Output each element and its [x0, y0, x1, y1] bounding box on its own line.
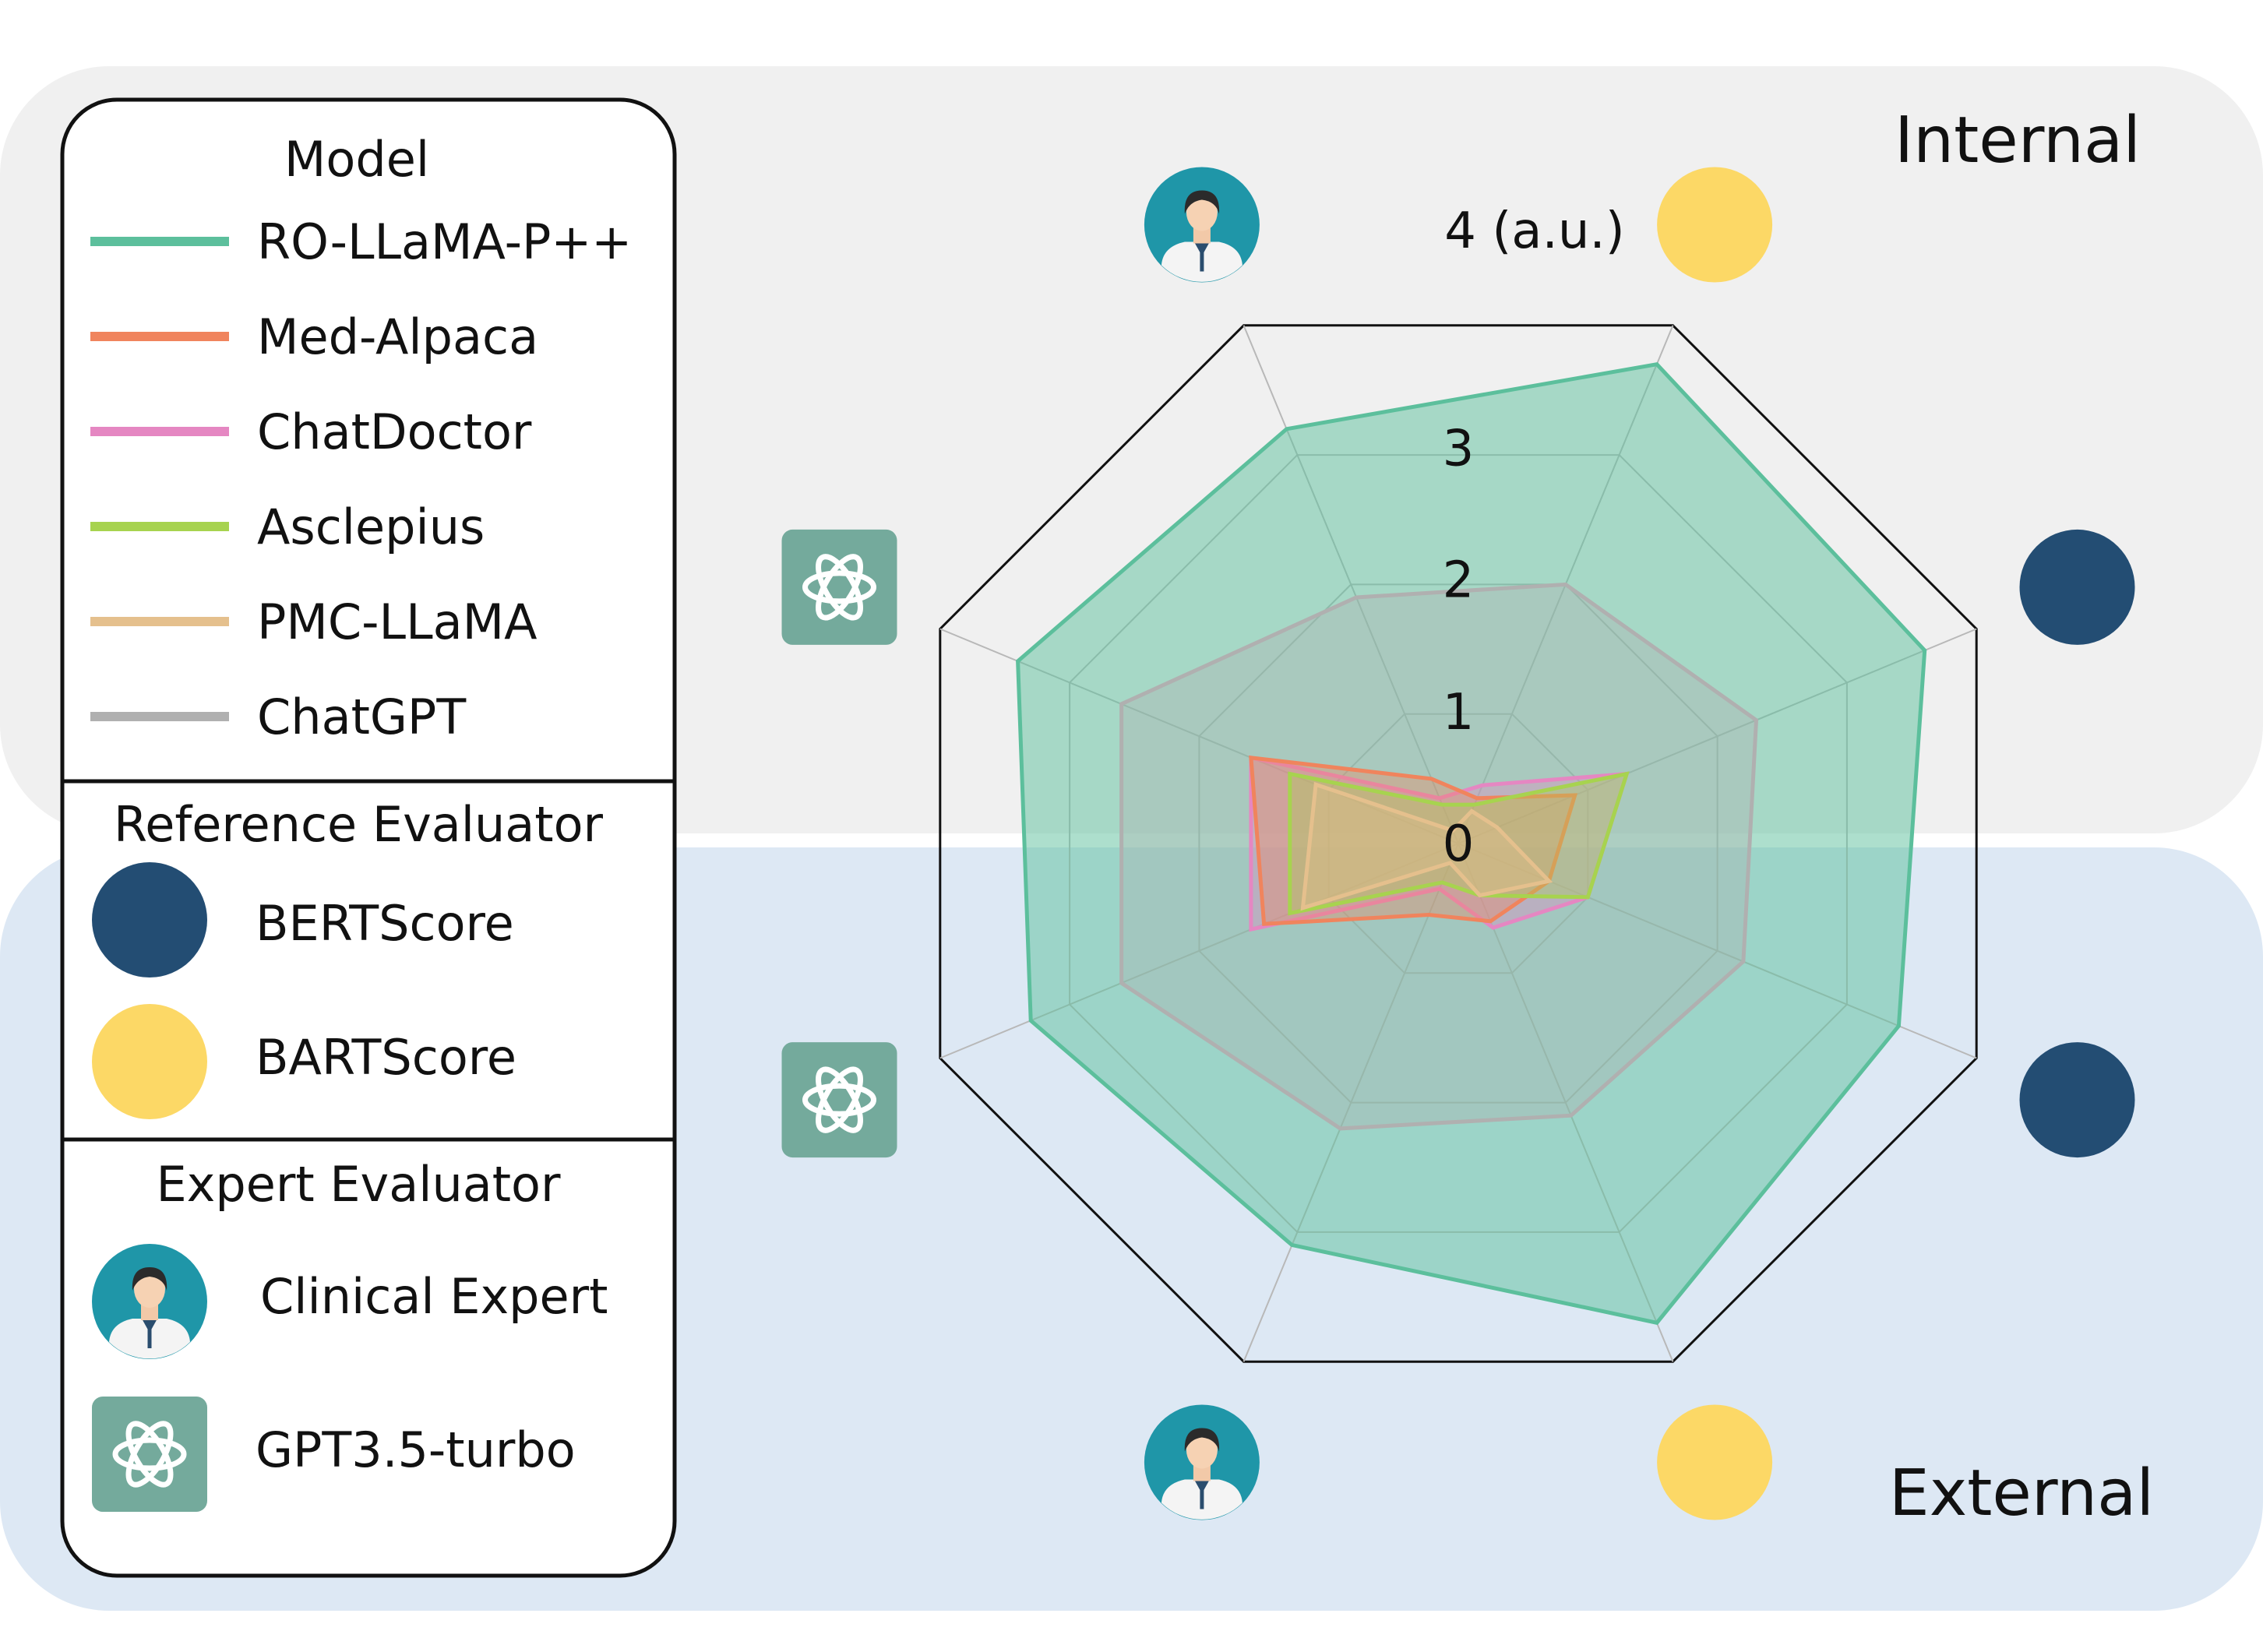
- navy-circle-icon: [2019, 529, 2135, 645]
- radial-tick-label: 4 (a.u.): [1444, 203, 1624, 260]
- radar-chart: 0 1 2 3 4 (a.u.): [782, 167, 2135, 1520]
- legend-model-label: Med-Alpaca: [257, 308, 538, 365]
- bertscore-legend-label: BERTScore: [256, 895, 514, 952]
- radial-tick-labels: 0 1 2 3 4 (a.u.): [1443, 203, 1625, 873]
- external-label: External: [1889, 1457, 2154, 1530]
- doctor-icon: [92, 1244, 207, 1359]
- navy-circle-icon: [92, 862, 207, 977]
- legend-model-label: RO-LLaMA-P++: [257, 213, 632, 270]
- clinical-expert-legend-label: Clinical Expert: [260, 1268, 608, 1325]
- doctor-icon: [1144, 1404, 1260, 1520]
- openai-icon: [782, 530, 897, 645]
- legend-box: [60, 97, 677, 1578]
- legend-model-label: ChatDoctor: [257, 403, 532, 460]
- doctor-icon: [1144, 167, 1260, 283]
- bartscore-legend-label: BARTScore: [256, 1029, 516, 1086]
- gpt35-legend-label: GPT3.5-turbo: [256, 1421, 576, 1478]
- radial-tick-label: 3: [1443, 420, 1475, 477]
- legend-model-label: ChatGPT: [257, 689, 467, 745]
- yellow-circle-icon: [1657, 167, 1773, 283]
- openai-icon: [782, 1042, 897, 1157]
- yellow-circle-icon: [92, 1004, 207, 1119]
- legend: Model RO-LLaMA-P++ Med-AlpacaChatDoctorAs…: [60, 97, 677, 1578]
- series-chatgpt: [1119, 582, 1759, 1131]
- expert-legend-title: Expert Evaluator: [157, 1156, 561, 1213]
- series-pmc-llama: [1300, 781, 1553, 911]
- radar-series: [1016, 362, 1927, 1326]
- reference-legend-title: Reference Evaluator: [114, 796, 604, 853]
- radial-tick-label: 1: [1443, 684, 1475, 741]
- openai-icon: [92, 1397, 207, 1512]
- model-legend-title: Model: [284, 131, 429, 188]
- series-ro-llama-p: [1016, 362, 1927, 1326]
- navy-circle-icon: [2019, 1042, 2135, 1158]
- series-asclepius: [1288, 771, 1630, 916]
- radial-tick-label: 0: [1443, 815, 1475, 873]
- yellow-circle-icon: [1657, 1404, 1773, 1520]
- radial-tick-label: 2: [1443, 552, 1475, 610]
- internal-label: Internal: [1895, 104, 2141, 178]
- legend-model-label: PMC-LLaMA: [257, 594, 538, 650]
- axis-icons: [782, 167, 2135, 1520]
- model-legend: RO-LLaMA-P++ Med-AlpacaChatDoctorAsclepiu…: [90, 213, 632, 745]
- legend-model-label: Asclepius: [257, 498, 485, 555]
